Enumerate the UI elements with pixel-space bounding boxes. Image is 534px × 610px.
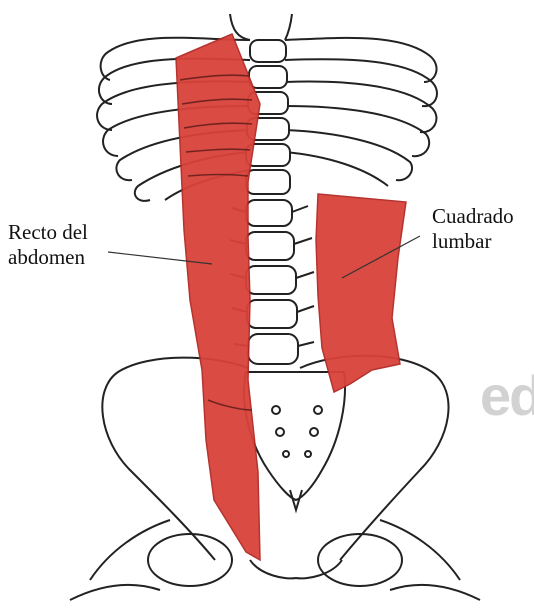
pelvis xyxy=(70,356,480,600)
cuadrado-label-line2: lumbar xyxy=(432,229,514,254)
recto-label-line1: Recto del xyxy=(8,220,88,245)
rectus-abdominis-muscle xyxy=(176,34,260,560)
cuadrado-lumbar-label: Cuadrado lumbar xyxy=(432,204,514,254)
cuadrado-label-line1: Cuadrado xyxy=(432,204,514,229)
recto-del-abdomen-label: Recto del abdomen xyxy=(8,220,88,270)
quadratus-lumborum-muscle xyxy=(316,194,406,392)
watermark-text: ed xyxy=(480,363,534,428)
recto-label-line2: abdomen xyxy=(8,245,88,270)
